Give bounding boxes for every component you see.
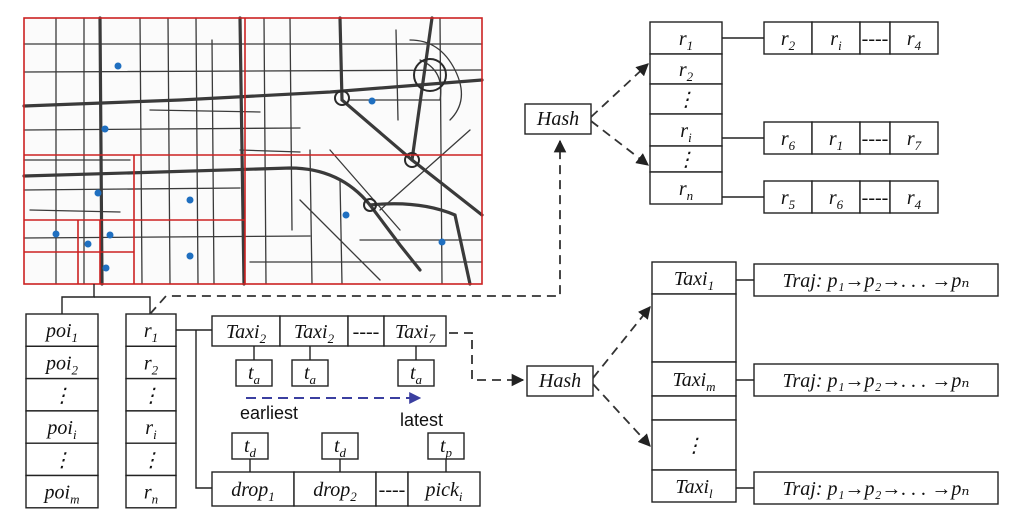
- region-slot-label: ri: [680, 120, 692, 145]
- taxi-slot: [651, 469, 737, 503]
- poi-cell: [25, 345, 99, 380]
- poi-cell: [25, 474, 99, 509]
- taxi-cell: [347, 315, 385, 347]
- chain-cell: [859, 21, 891, 55]
- taxi-slot: [651, 293, 737, 363]
- chain-cell: [763, 180, 813, 214]
- region-cell: [125, 410, 177, 444]
- dashed-arrows: [149, 63, 651, 447]
- chain-cell: [889, 180, 939, 214]
- earliest-label: earliest: [240, 403, 298, 423]
- chain-cell: [811, 121, 861, 155]
- region-cell: [125, 345, 177, 380]
- poi-label: ⋮: [52, 385, 72, 407]
- trajectory-label: Traj: p₁→p₂→. . . →pₙ: [782, 478, 969, 500]
- region-slot: [649, 53, 723, 85]
- taxi-label: ----: [353, 321, 380, 343]
- trajectory-box: [753, 471, 999, 505]
- taxi-slot-label: Taxil: [675, 476, 713, 501]
- drop-cell: [293, 471, 377, 507]
- taxi-slot: [651, 261, 737, 295]
- region-cell: [125, 442, 177, 477]
- chain-label: ----: [862, 187, 889, 209]
- chain-cell: [889, 121, 939, 155]
- chain-label: ----: [862, 28, 889, 50]
- drop-cell: [211, 471, 295, 507]
- r1-links: [176, 329, 212, 489]
- taxi-slot-label: ⋮: [684, 435, 704, 457]
- chain-cell: [763, 21, 813, 55]
- region-slot: [649, 171, 723, 205]
- latest-label: latest: [400, 410, 443, 430]
- poi-markers: [52, 62, 446, 272]
- region-label: ri: [145, 417, 157, 442]
- hash-bottom-box: Hash: [526, 365, 594, 397]
- trajectory-box: [753, 263, 999, 297]
- map-tree-links: [61, 284, 151, 314]
- drop-label: ----: [379, 479, 406, 501]
- drop-label: picki: [424, 479, 463, 504]
- svg-text:Hash: Hash: [538, 370, 581, 392]
- region-cell: [125, 377, 177, 412]
- drop-cell: [375, 471, 409, 507]
- arrival-time-cell: [397, 359, 435, 387]
- taxi-slot: [651, 395, 737, 421]
- trajectory-label: Traj: p₁→p₂→. . . →pₙ: [782, 270, 969, 292]
- arrival-time-cell: [291, 359, 329, 387]
- chain-label: ri: [830, 28, 842, 53]
- taxi-slot-label: Taxi1: [674, 268, 714, 293]
- poi-label: ⋮: [52, 449, 72, 471]
- svg-text:Hash: Hash: [536, 108, 579, 130]
- chain-cell: [763, 121, 813, 155]
- poi-cell: [25, 410, 99, 444]
- region-label: ⋮: [141, 449, 161, 471]
- drop-time-cell: [231, 432, 269, 460]
- chain-cell: [859, 121, 891, 155]
- region-slot-label: ⋮: [676, 149, 696, 171]
- region-slot: [649, 83, 723, 115]
- road-map: [22, 16, 484, 286]
- trajectory-label: Traj: p₁→p₂→. . . →pₙ: [782, 370, 969, 392]
- arrival-time-cell: [235, 359, 273, 387]
- drop-label: drop1: [231, 479, 275, 504]
- region-slot-label: ⋮: [676, 89, 696, 111]
- drop-cell: [407, 471, 481, 507]
- poi-label: poii: [45, 417, 77, 442]
- trajectory-box: [753, 363, 999, 397]
- taxi-cell: [383, 315, 447, 347]
- drop-pick-row: drop1 drop2 ---- picki: [211, 471, 481, 507]
- drop-time-cell: [321, 432, 359, 460]
- hash-top-box: Hash: [524, 103, 592, 135]
- region-label: ⋮: [141, 385, 161, 407]
- taxi-cell: [279, 315, 349, 347]
- region-cell: [125, 474, 177, 509]
- region-grid: [23, 17, 483, 285]
- chain-cell: [889, 21, 939, 55]
- chain-label: ----: [862, 128, 889, 150]
- drop-label: drop2: [313, 479, 357, 504]
